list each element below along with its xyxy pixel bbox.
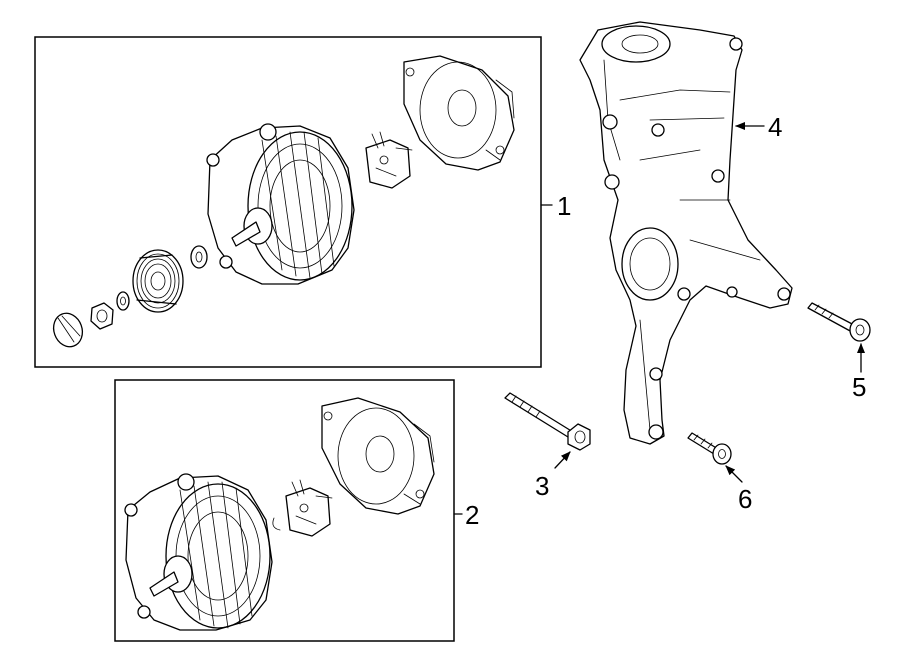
- alternator-assembly-1[interactable]: [49, 55, 515, 351]
- callout-4: 4: [768, 112, 782, 142]
- leader-3: [554, 451, 571, 469]
- leader-6: [725, 465, 743, 483]
- group-box-2: [114, 379, 455, 642]
- washer: [116, 291, 130, 311]
- alternator-body: [206, 123, 355, 285]
- alternator-pulley: [132, 249, 184, 313]
- callout-2: 2: [465, 500, 479, 530]
- callout-6: 6: [738, 484, 752, 514]
- voltage-regulator: [365, 131, 413, 189]
- callout-1: 1: [557, 191, 571, 221]
- group-box-1: [34, 36, 542, 368]
- callout-3: 3: [535, 471, 549, 501]
- spacer-washer: [190, 245, 208, 269]
- bolt-long[interactable]: [504, 392, 591, 451]
- pulley-nut: [90, 302, 114, 330]
- bolt-short[interactable]: [687, 432, 732, 465]
- callout-5: 5: [852, 372, 866, 402]
- protective-cap: [52, 312, 84, 348]
- alternator-mounting-bracket[interactable]: [579, 21, 793, 445]
- voltage-regulator-2: [272, 479, 333, 537]
- bolt-medium[interactable]: [807, 302, 871, 342]
- alternator-assembly-2[interactable]: [124, 397, 435, 631]
- rear-housing-cover-2: [321, 397, 435, 515]
- alternator-body-2: [124, 473, 273, 631]
- rear-housing-cover: [403, 55, 515, 171]
